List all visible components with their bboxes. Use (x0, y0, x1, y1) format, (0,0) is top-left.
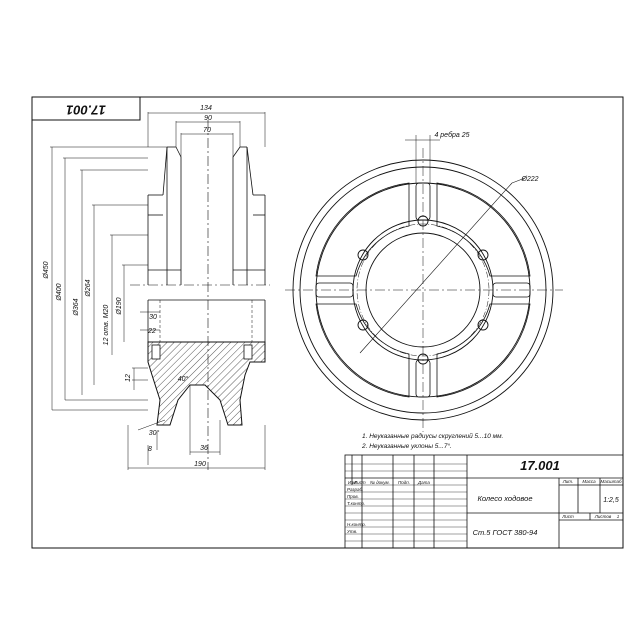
dim-d190: Ø190 (116, 297, 123, 315)
dim-angle40: 40° (178, 375, 189, 383)
row-razrab: Разраб. (347, 487, 363, 492)
row-date: Дата (417, 480, 430, 485)
dim-d450: Ø450 (43, 261, 50, 279)
dim-90: 90 (204, 115, 212, 122)
side-view (130, 120, 270, 470)
row-izm: Изм (348, 480, 356, 485)
title-drawing-number: 17.001 (520, 458, 560, 473)
rotated-stamp-box (31, 96, 141, 121)
row-utv: Утв. (347, 529, 357, 534)
sheets-value: 1 (617, 514, 620, 519)
scale-value: 1:2,5 (603, 497, 619, 504)
dim-190: 190 (194, 461, 206, 468)
row-sign: Подп. (398, 480, 410, 485)
dim-ribs: 4 ребра 25 (434, 131, 469, 139)
side-view-dimensions (50, 112, 266, 470)
dim-d264: Ø264 (85, 279, 92, 297)
dim-70: 70 (203, 127, 211, 134)
dim-134: 134 (200, 105, 212, 112)
dim-22: 22 (147, 328, 156, 335)
rotated-drawing-number: 17.001 (66, 103, 106, 118)
front-view (285, 135, 563, 432)
row-nkontr: Н.контр. (347, 522, 366, 527)
note-1: 1. Неуказанные радиусы скруглений 5...10… (362, 432, 504, 440)
dim-d222: Ø222 (520, 176, 538, 183)
label-list: Лист (561, 514, 574, 519)
title-block (344, 454, 624, 549)
hdr-lit: Лит. (562, 479, 574, 484)
row-list: Лист (353, 480, 366, 485)
hdr-scale: Масштаб (600, 479, 621, 484)
dim-d364: Ø364 (73, 298, 80, 316)
dim-36: 36 (200, 445, 208, 452)
row-prov: Пров. (347, 494, 359, 499)
note-2: 2. Неуказанные уклоны 5...7°. (361, 442, 452, 450)
dim-30: 30 (149, 314, 157, 321)
drawing-frame (31, 96, 624, 549)
title-material: Ст.5 ГОСТ 380-94 (473, 528, 538, 537)
row-tkontr: Т.контр. (347, 501, 365, 506)
dim-8: 8 (148, 446, 152, 453)
row-doc: № докум. (370, 480, 390, 485)
dim-12: 12 (125, 374, 132, 382)
dim-d400: Ø400 (56, 283, 63, 301)
label-listov: Листов (594, 514, 612, 519)
title-part-name: Колесо ходовое (478, 494, 533, 503)
dim-angle30: 30° (149, 429, 160, 437)
dim-holes: 12 отв. М20 (103, 305, 110, 346)
hdr-mass: Масса (582, 479, 596, 484)
